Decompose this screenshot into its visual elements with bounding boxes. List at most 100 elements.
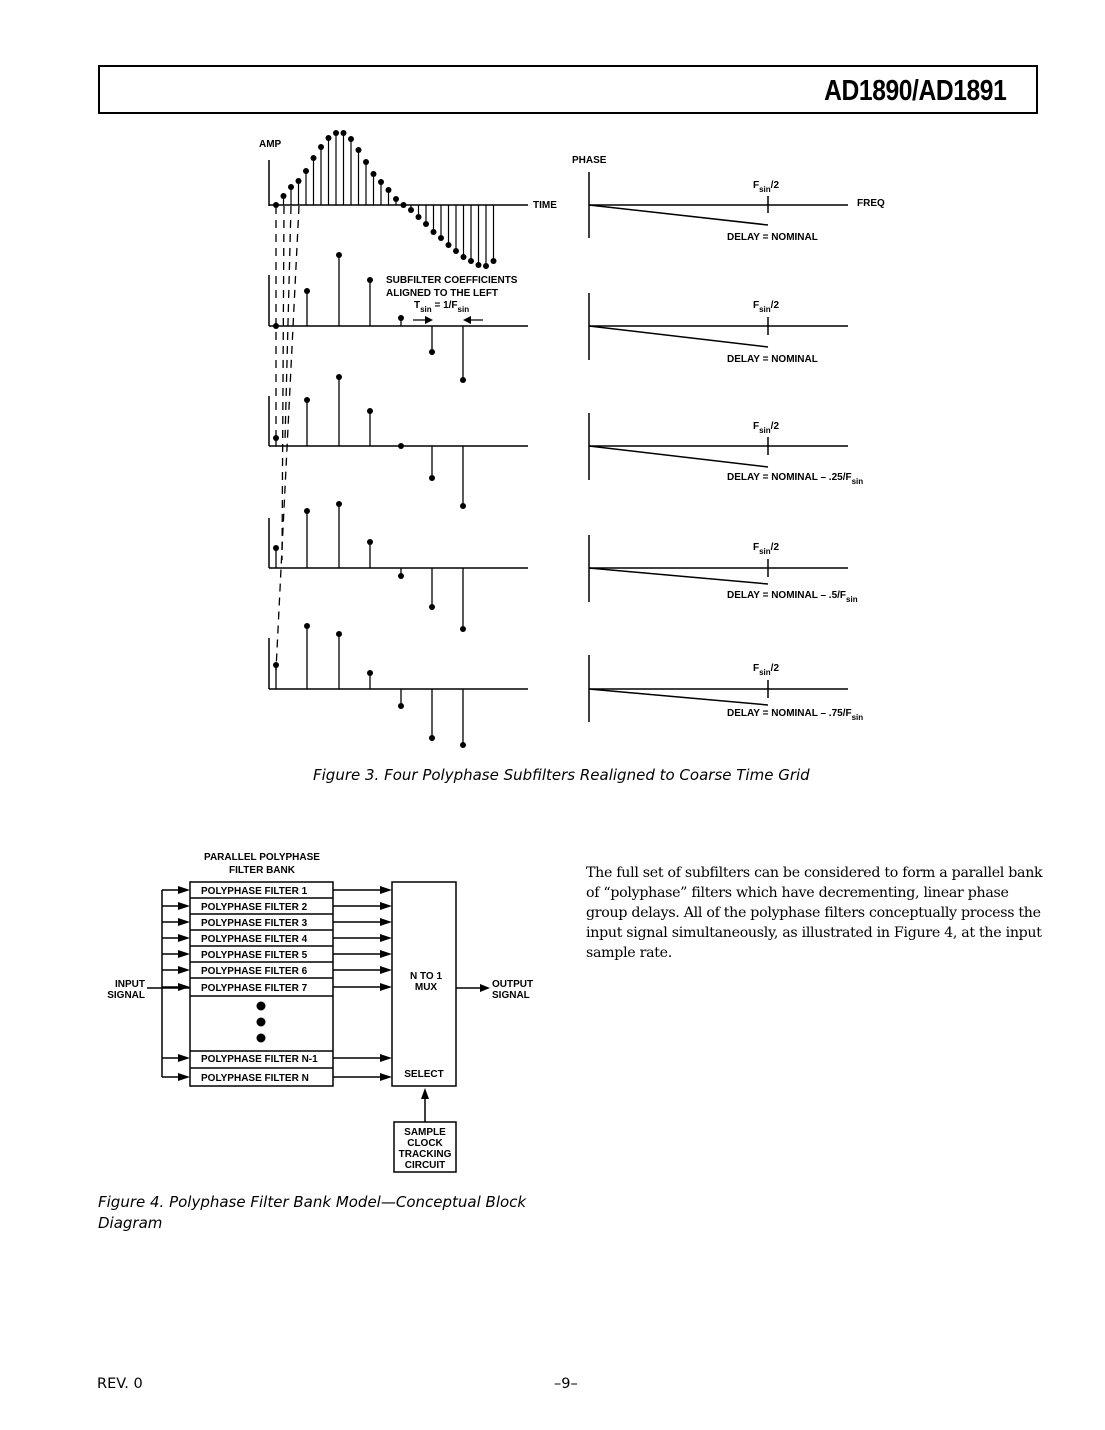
- coefficient-dot: [367, 277, 373, 283]
- output-arrow: [480, 984, 490, 992]
- output-arrow: [380, 983, 392, 991]
- coefficient-dot: [273, 545, 279, 551]
- time-label: TIME: [533, 200, 557, 211]
- input-arrow: [178, 966, 190, 974]
- delay-label: DELAY = NOMINAL: [727, 232, 818, 243]
- impulse-dot: [318, 144, 324, 150]
- coefficient-dot: [398, 315, 404, 321]
- polyphase-filter-label: POLYPHASE FILTER 4: [201, 934, 308, 945]
- delay-label: DELAY = NOMINAL – .25/Fsin: [727, 472, 863, 486]
- coefficient-dot: [336, 374, 342, 380]
- input-arrow: [178, 934, 190, 942]
- ellipsis-dot: [256, 1001, 266, 1011]
- output-arrow: [380, 886, 392, 894]
- fsin-half-label: Fsin/2: [753, 300, 779, 314]
- output-arrow: [380, 1054, 392, 1062]
- impulse-dot: [378, 179, 384, 185]
- impulse-dot: [490, 258, 497, 264]
- impulse-dot: [340, 130, 347, 136]
- impulse-dot: [483, 263, 489, 269]
- coefficient-dot: [429, 604, 435, 610]
- output-arrow: [380, 934, 392, 942]
- clock-label-2: CLOCK: [407, 1138, 443, 1149]
- select-label: SELECT: [404, 1069, 443, 1080]
- fsin-half-label: Fsin/2: [753, 663, 779, 677]
- coefficient-dot: [304, 288, 310, 294]
- impulse-dot: [295, 178, 302, 184]
- tsin-formula: Tsin = 1/Fsin: [414, 300, 469, 314]
- phase-label: PHASE: [572, 155, 607, 166]
- impulse-dot: [430, 229, 437, 235]
- output-label-2: SIGNAL: [492, 990, 530, 1001]
- coefficient-dot: [398, 573, 404, 579]
- select-arrow: [421, 1088, 429, 1099]
- impulse-dot: [453, 248, 459, 254]
- input-arrow: [178, 950, 190, 958]
- header-box: AD1890/AD1891: [98, 65, 1038, 114]
- tsin-arrow-left: [463, 316, 471, 324]
- coefficient-dot: [367, 408, 373, 414]
- impulse-dot: [393, 196, 399, 202]
- impulse-dot: [325, 135, 332, 141]
- output-arrow: [380, 918, 392, 926]
- input-arrow: [178, 1054, 190, 1062]
- coefficient-dot: [304, 508, 310, 514]
- mux-label-2: MUX: [415, 982, 438, 993]
- impulse-dot: [288, 184, 294, 190]
- amp-label: AMP: [259, 139, 282, 150]
- bank-title-line-2: FILTER BANK: [229, 865, 296, 876]
- polyphase-filter-label: POLYPHASE FILTER 1: [201, 886, 308, 897]
- impulse-dot: [310, 155, 317, 161]
- impulse-dot: [423, 221, 429, 227]
- fsin-half-label: Fsin/2: [753, 421, 779, 435]
- input-arrow: [178, 1073, 190, 1081]
- coefficient-dot: [336, 631, 342, 637]
- figure-3-caption: Figure 3. Four Polyphase Subfilters Real…: [313, 766, 810, 784]
- clock-label-1: SAMPLE: [404, 1127, 446, 1138]
- fsin-half-label: Fsin/2: [753, 542, 779, 556]
- impulse-dot: [475, 262, 482, 268]
- coefficient-dot: [304, 623, 310, 629]
- impulse-dot: [445, 242, 452, 248]
- coefficient-dot: [367, 539, 373, 545]
- polyphase-filter-label: POLYPHASE FILTER 3: [201, 918, 308, 929]
- tsin-arrow-right: [425, 316, 433, 324]
- mux-label-1: N TO 1: [410, 971, 442, 982]
- footer-revision: REV. 0: [97, 1376, 143, 1392]
- document-title: AD1890/AD1891: [823, 75, 1007, 107]
- impulse-dot: [355, 147, 362, 153]
- impulse-dot: [363, 159, 369, 165]
- coefficient-dot: [273, 662, 279, 668]
- bank-title-line-1: PARALLEL POLYPHASE: [204, 852, 320, 863]
- coefficient-dot: [429, 475, 435, 481]
- polyphase-filter-label: POLYPHASE FILTER N-1: [201, 1054, 318, 1065]
- body-paragraph: The full set of subfilters can be consid…: [586, 865, 1043, 961]
- coefficient-dot: [304, 397, 310, 403]
- polyphase-filter-label: POLYPHASE FILTER 6: [201, 966, 308, 977]
- coefficient-dot: [460, 377, 466, 383]
- coefficient-dot: [460, 742, 466, 748]
- coefficient-dot: [460, 503, 466, 509]
- input-label-1: INPUT: [115, 979, 145, 990]
- output-arrow: [380, 1073, 392, 1081]
- figure-4-caption-line-1: Figure 4. Polyphase Filter Bank Model—Co…: [98, 1193, 527, 1211]
- output-arrow: [380, 966, 392, 974]
- impulse-dot: [280, 193, 287, 199]
- polyphase-filter-label: POLYPHASE FILTER 7: [201, 983, 308, 994]
- impulse-dot: [303, 168, 309, 174]
- output-arrow: [380, 902, 392, 910]
- polyphase-filter-label: POLYPHASE FILTER 2: [201, 902, 308, 913]
- input-arrow: [178, 983, 190, 991]
- impulse-dot: [333, 130, 339, 136]
- note-line-2: ALIGNED TO THE LEFT: [386, 288, 498, 299]
- impulse-dot: [370, 171, 377, 177]
- figure-4-caption-line-2: Diagram: [98, 1214, 163, 1232]
- coefficient-dot: [429, 349, 435, 355]
- coefficient-dot: [273, 323, 279, 329]
- coefficient-dot: [367, 670, 373, 676]
- ellipsis-dot: [256, 1033, 266, 1043]
- freq-label: FREQ: [857, 198, 885, 209]
- note-line-1: SUBFILTER COEFFICIENTS: [386, 275, 518, 286]
- impulse-dot: [415, 214, 422, 220]
- ellipsis-dot: [256, 1017, 266, 1027]
